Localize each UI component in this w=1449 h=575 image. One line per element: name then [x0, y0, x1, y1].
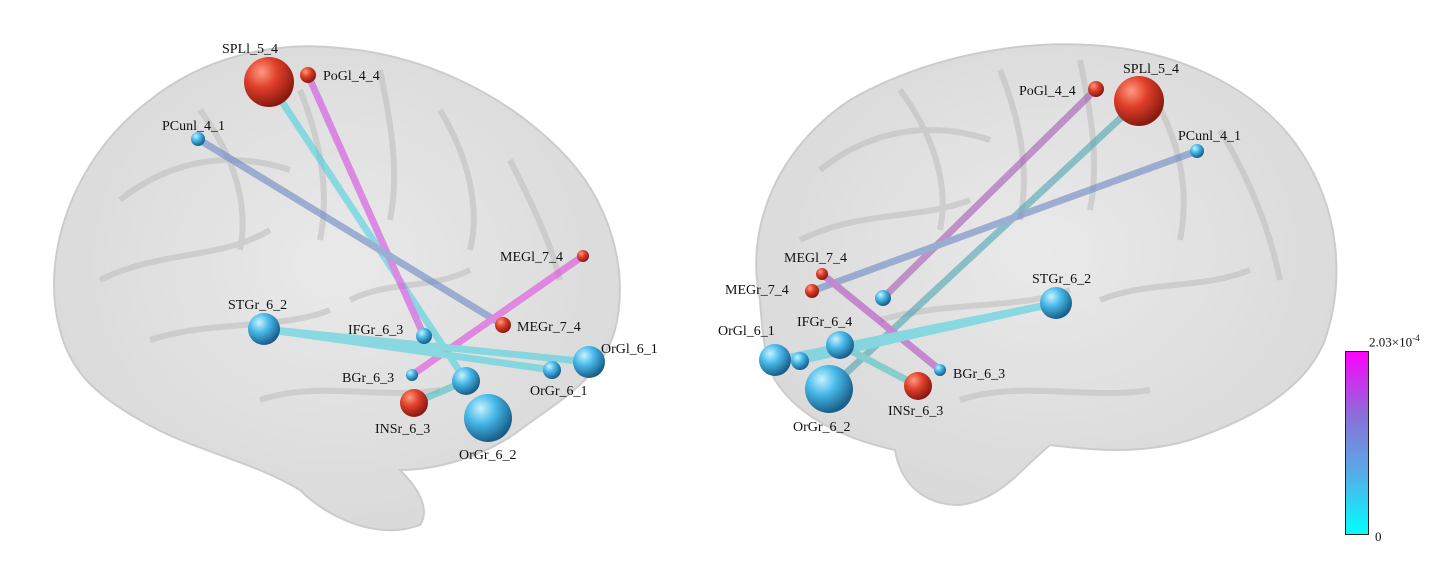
label-INSr_6_3: INSr_6_3	[375, 422, 430, 437]
node-MEGl_7_4	[577, 250, 589, 262]
colorbar	[1345, 351, 1369, 535]
label-MEGr_7_4: MEGr_7_4	[517, 320, 581, 335]
node-unlabeled	[875, 290, 891, 306]
label-BGr_6_3: BGr_6_3	[342, 371, 394, 386]
label-OrGl_6_1: OrGl_6_1	[601, 342, 658, 357]
node-STGr_6_2	[1040, 287, 1072, 319]
node-OrGl_6_1	[759, 344, 791, 376]
node-MEGl_7_4	[816, 268, 828, 280]
label-BGr_6_3: BGr_6_3	[953, 367, 1005, 382]
label-PoGl_4_4: PoGl_4_4	[1019, 84, 1076, 99]
label-PCunl_4_1: PCunl_4_1	[162, 119, 225, 134]
node-SPLl_5_4	[1114, 76, 1164, 126]
node-OrGr_6_2	[464, 394, 512, 442]
label-OrGr_6_1: OrGr_6_1	[530, 384, 588, 399]
label-MEGr_7_4: MEGr_7_4	[725, 283, 789, 298]
node-PCunl_4_1	[191, 132, 205, 146]
node-BGr_6_3	[934, 364, 946, 376]
node-PCunl_4_1	[1190, 144, 1204, 158]
right-brain-view: SPLl_5_4 PoGl_4_4 PCunl_4_1 MEGl_7_4 MEG…	[718, 44, 1336, 505]
colorbar-max-base: 2.03×10	[1369, 334, 1412, 349]
label-OrGr_6_2: OrGr_6_2	[793, 420, 851, 435]
node-BGr_6_3	[406, 369, 418, 381]
label-PoGl_4_4: PoGl_4_4	[323, 69, 380, 84]
colorbar-max-label: 2.03×10-4	[1369, 333, 1420, 350]
node-OrGr_6_2-ant	[452, 367, 480, 395]
label-MEGl_7_4: MEGl_7_4	[784, 251, 847, 266]
label-OrGl_6_1: OrGl_6_1	[718, 324, 775, 339]
node-PoGl_4_4	[1088, 81, 1104, 97]
label-PCunl_4_1: PCunl_4_1	[1178, 129, 1241, 144]
node-IFGr_6_4	[826, 331, 854, 359]
node-OrGr_6_1	[543, 361, 561, 379]
label-MEGl_7_4: MEGl_7_4	[500, 250, 563, 265]
label-STGr_6_2: STGr_6_2	[228, 298, 287, 313]
node-INSr_6_3	[904, 372, 932, 400]
node-IFGr_6_3	[416, 328, 432, 344]
node-MEGr_7_4	[805, 284, 819, 298]
node-INSr_6_3	[400, 389, 428, 417]
label-STGr_6_2: STGr_6_2	[1032, 272, 1091, 287]
label-INSr_6_3: INSr_6_3	[888, 404, 943, 419]
label-SPLl_5_4: SPLl_5_4	[222, 42, 278, 57]
label-SPLl_5_4: SPLl_5_4	[1123, 62, 1179, 77]
colorbar-max-exponent: -4	[1412, 333, 1420, 343]
label-OrGr_6_2: OrGr_6_2	[459, 448, 517, 463]
left-brain-view: SPLl_5_4 PoGl_4_4 PCunl_4_1 MEGl_7_4 STG…	[54, 42, 658, 530]
label-IFGr_6_4: IFGr_6_4	[797, 315, 852, 330]
node-OrGl_6_1-b	[791, 352, 809, 370]
colorbar-min-label: 0	[1375, 529, 1382, 545]
node-PoGl_4_4	[300, 67, 316, 83]
node-SPLl_5_4	[244, 57, 294, 107]
label-IFGr_6_3: IFGr_6_3	[348, 323, 403, 338]
node-STGr_6_2	[248, 313, 280, 345]
node-OrGr_6_2	[805, 365, 853, 413]
node-MEGr_7_4	[495, 317, 511, 333]
